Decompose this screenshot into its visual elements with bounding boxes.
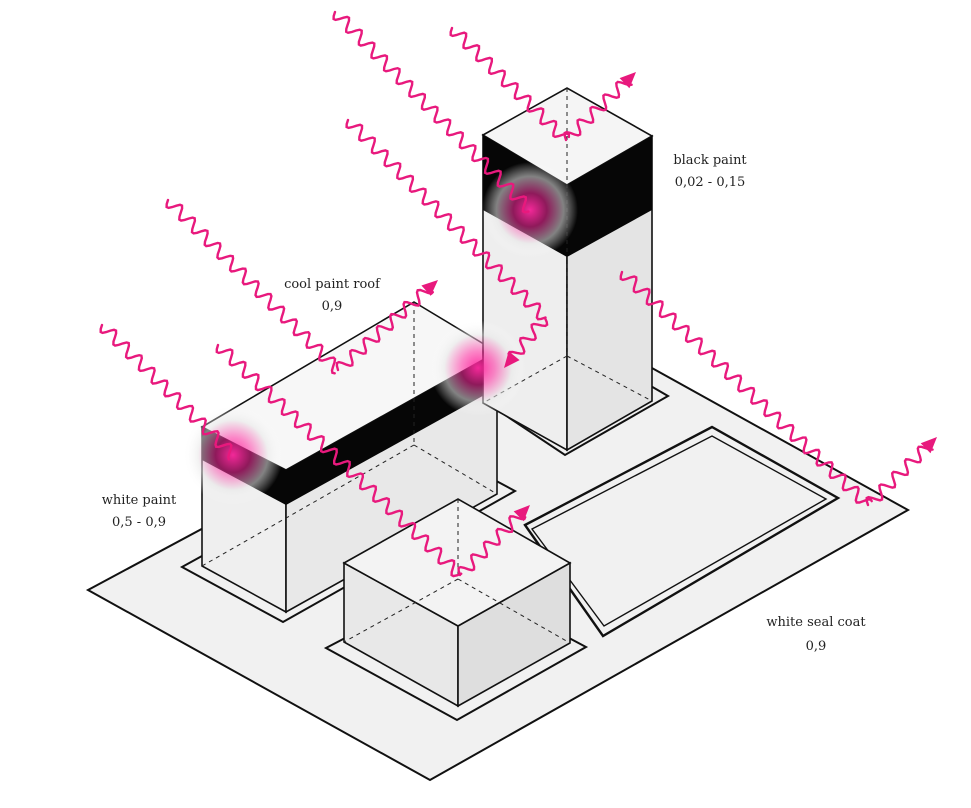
reflected-ray-arrow-icon bbox=[619, 72, 636, 89]
sun-ray-icon bbox=[449, 26, 571, 139]
reflected-ray-icon bbox=[335, 288, 434, 372]
label-cool-paint-roof: cool paint roof 0,9 bbox=[270, 274, 394, 318]
reflected-ray-icon bbox=[457, 515, 527, 577]
label-white-paint-value: 0,5 - 0,9 bbox=[111, 515, 166, 530]
small-building bbox=[342, 498, 572, 708]
label-black-paint-name: black paint bbox=[673, 153, 747, 168]
reflected-ray-arrow-icon bbox=[504, 351, 520, 368]
left-building-hidden-edges bbox=[201, 302, 498, 567]
parking-inner-outline bbox=[530, 435, 828, 627]
label-black-paint: black paint 0,02 - 0,15 bbox=[655, 150, 765, 194]
absorption-glow-icon bbox=[482, 162, 578, 258]
sun-ray-icon bbox=[619, 270, 873, 504]
label-white-seal-coat-value: 0,9 bbox=[805, 639, 827, 654]
sun-ray-icon bbox=[345, 118, 547, 321]
reflected-ray-arrow-icon bbox=[421, 280, 438, 296]
reflected-ray-arrow-icon bbox=[920, 437, 937, 454]
label-cool-paint-roof-value: 0,9 bbox=[321, 299, 343, 314]
reflected-ray-icon bbox=[865, 445, 934, 507]
reflected-ray-icon bbox=[563, 80, 633, 142]
label-white-seal-coat: white seal coat 0,9 bbox=[752, 612, 880, 658]
sun-ray-icon bbox=[165, 198, 337, 375]
absorption-glow-icon bbox=[183, 405, 283, 505]
sun-rays bbox=[99, 10, 934, 578]
label-black-paint-value: 0,02 - 0,15 bbox=[674, 175, 746, 190]
reflected-ray-arrow-icon bbox=[513, 505, 530, 522]
label-cool-paint-roof-name: cool paint roof bbox=[284, 277, 380, 292]
label-white-paint-name: white paint bbox=[101, 493, 177, 508]
absorption-glow-icon bbox=[430, 320, 526, 416]
small-building-hidden-edges bbox=[343, 499, 571, 644]
ray-arrowheads bbox=[421, 72, 937, 522]
parking-outer-outline bbox=[523, 425, 841, 638]
sun-ray-icon bbox=[99, 323, 233, 461]
sun-ray-icon bbox=[215, 343, 463, 578]
sun-ray-icon bbox=[332, 10, 530, 214]
label-white-seal-coat-name: white seal coat bbox=[766, 615, 866, 630]
tall-building-band-right bbox=[567, 136, 652, 257]
label-white-paint: white paint 0,5 - 0,9 bbox=[84, 490, 194, 534]
reflected-ray-icon bbox=[507, 316, 549, 359]
small-building-roof bbox=[342, 498, 572, 627]
